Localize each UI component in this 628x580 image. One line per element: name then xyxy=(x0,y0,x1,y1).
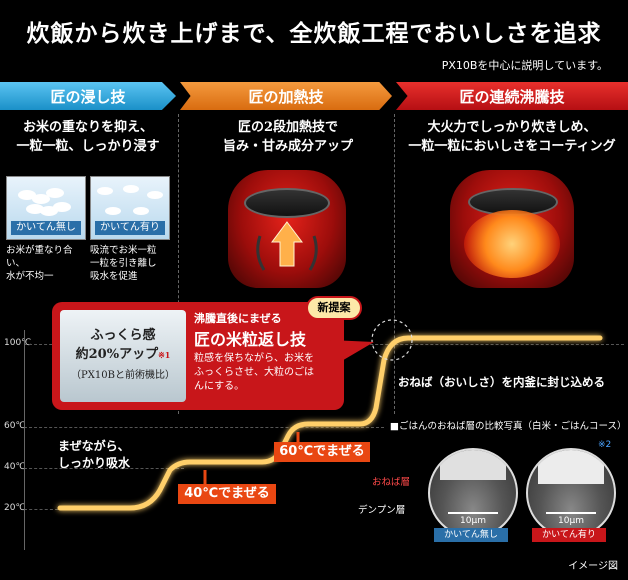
callout-photo: ふっくら感 約20%アップ※1 （PX10Bと前術機比） xyxy=(60,310,186,402)
stir-40-label: 40℃でまぜる xyxy=(178,484,276,504)
page-title: 炊飯から炊き上げまで、全炊飯工程でおいしさを追求 xyxy=(26,20,602,47)
stage-band-heat: 匠の加熱技 xyxy=(180,82,392,110)
cooker-lid xyxy=(244,188,330,218)
image-note: イメージ図 xyxy=(568,561,618,572)
stage-desc-soak: お米の重なりを抑え、 一粒一粒、しっかり浸す xyxy=(16,120,160,154)
soak-note-without: お米が重なり合い、 水が不均一 xyxy=(6,245,73,282)
starch-layer-label: デンプン層 xyxy=(358,505,406,516)
rice-cooker-heating-image xyxy=(228,170,346,288)
stage-band-boil: 匠の連続沸騰技 xyxy=(396,82,628,110)
boiling-glow xyxy=(464,210,560,278)
temp-tick-100: 100℃ xyxy=(4,338,32,348)
comparison-mark: ※2 xyxy=(598,440,612,450)
comparison-photo-without: 10μm xyxy=(428,448,518,538)
rice-cooker-boiling-image xyxy=(450,170,574,288)
oneba-layer-label: おねば層 xyxy=(372,477,411,488)
stir-60-label: 60℃でまぜる xyxy=(274,442,370,462)
stage-desc-heat: 匠の2段加熱技で 旨み・甘み成分アップ xyxy=(222,120,353,154)
oneba-layer xyxy=(440,450,506,480)
soak-photo-label: かいてん無し xyxy=(11,221,81,235)
heat-arrows-icon xyxy=(256,221,318,271)
scale-bar: 10μm xyxy=(448,512,498,528)
temp-tick-60: 60℃ xyxy=(4,421,26,431)
gridline xyxy=(24,427,384,428)
callout-panel: ふっくら感 約20%アップ※1 （PX10Bと前術機比） 沸騰直後にまぜる 匠の… xyxy=(52,302,344,410)
column-divider xyxy=(178,114,179,414)
curve-label-soak: まぜながら、 しっかり吸水 xyxy=(58,439,131,470)
rice-grains-icon xyxy=(97,185,163,215)
comparison-photo-with: 10μm xyxy=(526,448,616,538)
stage-band-soak: 匠の浸し技 xyxy=(0,82,176,110)
temp-axis xyxy=(24,330,25,550)
column-divider xyxy=(394,114,395,414)
soak-photo-without-rotation: かいてん無し xyxy=(6,176,86,240)
comparison-left-label: かいてん無し xyxy=(434,528,508,542)
callout-pointer-icon xyxy=(330,340,374,362)
seal-label: おねば（おいしさ）を内釜に封じ込める xyxy=(398,375,605,389)
stage-desc-boil: 大火力でしっかり炊きしめ、 一粒一粒においしさをコーティング xyxy=(408,120,616,154)
soak-photo-label: かいてん有り xyxy=(95,221,165,235)
gridline xyxy=(24,509,84,510)
temp-tick-40: 40℃ xyxy=(4,462,26,472)
rice-grains-icon xyxy=(18,188,71,216)
callout-headline: 匠の米粒返し技 xyxy=(194,330,307,349)
callout-kicker: 沸騰直後にまぜる xyxy=(194,312,282,325)
callout-body: 粒感を保ちながら、お米を ふっくらさせ、大粒のごは んにする。 xyxy=(194,353,314,392)
temp-tick-20: 20℃ xyxy=(4,503,26,513)
scale-bar: 10μm xyxy=(546,512,596,528)
comparison-right-label: かいてん有り xyxy=(532,528,606,542)
gridline xyxy=(24,468,184,469)
new-proposal-badge: 新提案 xyxy=(306,296,362,320)
comparison-heading: ■ごはんのおねば層の比較写真（白米・ごはんコース） xyxy=(390,421,627,432)
soak-photo-with-rotation: かいてん有り xyxy=(90,176,170,240)
oneba-layer xyxy=(538,450,604,484)
subnote: PX10Bを中心に説明しています。 xyxy=(441,59,608,72)
soak-note-with: 吸流でお米一粒 一粒を引き離し 吸水を促進 xyxy=(90,245,157,282)
